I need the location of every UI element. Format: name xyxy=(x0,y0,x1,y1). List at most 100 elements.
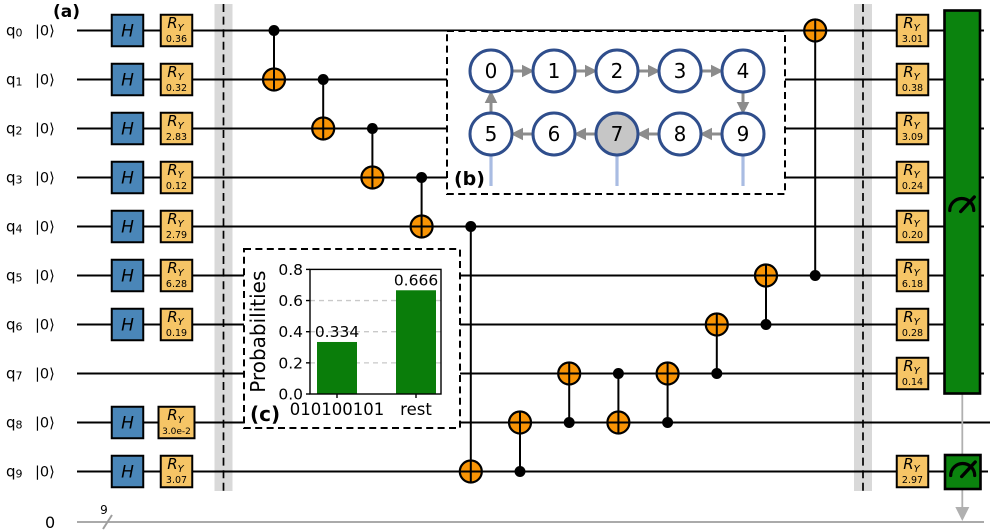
ket-zero-label-q7: |0⟩ xyxy=(35,367,55,383)
chart-bar-value-label-010100101: 0.334 xyxy=(315,323,359,341)
qubit-label-q2: q2 xyxy=(6,120,23,138)
h-gate-label-q3: H xyxy=(121,169,134,189)
ry-gate-angle-right-q3: 0.24 xyxy=(902,181,923,192)
ry-gate-angle-left-q9: 3.07 xyxy=(166,475,187,486)
cnot-gate-9 xyxy=(704,312,729,379)
graph-arrowhead-4-9 xyxy=(736,102,750,115)
cnot-gate-8 xyxy=(655,361,680,428)
ry-gate-angle-left-q3: 0.12 xyxy=(166,181,187,192)
graph-node-label-3: 3 xyxy=(674,59,687,83)
chart-ytick-label-0.4: 0.4 xyxy=(278,323,303,341)
h-gate-label-q9: H xyxy=(121,463,134,483)
ry-gate-angle-left-q5: 6.28 xyxy=(166,279,187,290)
h-gate-box-q8 xyxy=(110,405,145,440)
graph-arrowhead-3-4 xyxy=(711,64,724,78)
ry-gate-angle-right-q2: 3.09 xyxy=(902,132,923,143)
h-gate-label-q5: H xyxy=(121,267,134,287)
graph-node-label-2: 2 xyxy=(611,59,624,83)
ry-gate-angle-left-q4: 2.79 xyxy=(166,230,187,241)
ry-gate-box-right-q6 xyxy=(895,307,930,342)
h-gate-label-q6: H xyxy=(121,316,134,336)
measure-gauge-icon-group xyxy=(948,195,976,214)
graph-node-label-6: 6 xyxy=(548,122,561,146)
ket-zero-label-q0: |0⟩ xyxy=(35,24,55,40)
ry-gate-angle-right-q4: 0.20 xyxy=(902,230,923,241)
cnot-control-dot-10 xyxy=(760,319,772,330)
graph-node-8 xyxy=(657,111,703,157)
h-gate-label-q8: H xyxy=(121,414,134,434)
h-gate-label-q2: H xyxy=(121,120,134,140)
measure-gauge-icon-group-arc xyxy=(948,196,976,213)
measure-gauge-icon-q9-needle xyxy=(960,460,977,479)
cnot-gate-4 xyxy=(458,221,483,484)
graph-arrowhead-5-0 xyxy=(484,90,498,103)
cnot-control-dot-11 xyxy=(809,270,821,281)
h-gate-label-q1: H xyxy=(121,71,134,91)
ry-gate-box-left-q9 xyxy=(159,454,194,489)
ket-zero-label-q8: |0⟩ xyxy=(35,416,55,432)
ket-zero-label-q1: |0⟩ xyxy=(35,73,55,89)
cnot-control-dot-2 xyxy=(366,123,378,134)
chart-bar-010100101 xyxy=(317,341,357,394)
chart-xtick-label-rest: rest xyxy=(400,400,432,419)
ry-gate-box-left-q3 xyxy=(159,160,194,195)
ry-gate-angle-left-q0: 0.36 xyxy=(166,34,187,45)
ry-gate-box-left-q1 xyxy=(159,62,194,97)
h-gate-box-q5 xyxy=(110,258,145,293)
ry-gate-box-right-q2 xyxy=(895,111,930,146)
ry-gate-box-right-q3 xyxy=(895,160,930,195)
qubit-label-q9: q9 xyxy=(6,463,23,481)
cnot-gate-3 xyxy=(409,172,434,239)
cnot-gate-0 xyxy=(261,25,287,92)
graph-arrowhead-7-6 xyxy=(573,127,586,141)
ry-gate-angle-left-q1: 0.32 xyxy=(166,83,187,94)
graph-arrowhead-6-5 xyxy=(510,127,523,141)
qubit-label-q8: q8 xyxy=(6,414,23,432)
graph-arrowhead-2-3 xyxy=(648,64,661,78)
ry-gate-box-left-q2 xyxy=(159,111,194,146)
ket-zero-label-q6: |0⟩ xyxy=(35,318,55,334)
ry-gate-angle-right-q0: 3.01 xyxy=(902,34,923,45)
graph-node-label-0: 0 xyxy=(485,59,498,83)
graph-arrowhead-9-8 xyxy=(699,127,712,141)
chart-bar-rest xyxy=(396,290,436,394)
ry-gate-box-right-q1 xyxy=(895,62,930,97)
ry-gate-box-left-q0 xyxy=(159,13,194,48)
graph-node-label-1: 1 xyxy=(548,59,561,83)
cnot-gate-7 xyxy=(606,368,631,435)
h-gate-box-q9 xyxy=(110,454,145,489)
qubit-label-q5: q5 xyxy=(6,267,23,285)
graph-node-9 xyxy=(720,111,766,157)
graph-node-4 xyxy=(720,48,766,94)
cnot-gate-1 xyxy=(311,74,336,141)
qubit-label-q0: q0 xyxy=(6,22,23,40)
cnot-control-dot-0 xyxy=(268,25,280,36)
h-gate-box-q6 xyxy=(110,307,145,342)
cnot-gate-5 xyxy=(507,410,533,477)
ket-zero-label-q4: |0⟩ xyxy=(35,220,55,236)
qubit-label-q1: q1 xyxy=(6,71,23,89)
graph-arrowhead-8-7 xyxy=(636,127,649,141)
chart-xtick-label-010100101: 010100101 xyxy=(290,400,384,419)
ry-gate-box-right-q4 xyxy=(895,209,930,244)
measure-gauge-icon-q9 xyxy=(949,460,977,479)
graph-arrowhead-0-1 xyxy=(522,64,535,78)
cnot-control-dot-4 xyxy=(465,221,477,232)
ry-gate-box-right-q9 xyxy=(895,454,930,489)
cnot-gate-2 xyxy=(360,123,385,190)
ket-zero-label-q2: |0⟩ xyxy=(35,122,55,138)
cnot-control-dot-5 xyxy=(514,466,526,477)
ry-gate-angle-left-q2: 2.83 xyxy=(166,132,187,143)
graph-node-2 xyxy=(594,48,640,94)
ket-zero-label-q5: |0⟩ xyxy=(35,269,55,285)
h-gate-box-q2 xyxy=(110,111,145,146)
graph-arrowhead-1-2 xyxy=(585,64,598,78)
ry-gate-box-left-q5 xyxy=(159,258,194,293)
measure-box-group xyxy=(943,9,982,395)
bus-width-label: 9 xyxy=(100,503,108,517)
graph-node-label-7: 7 xyxy=(611,122,624,146)
